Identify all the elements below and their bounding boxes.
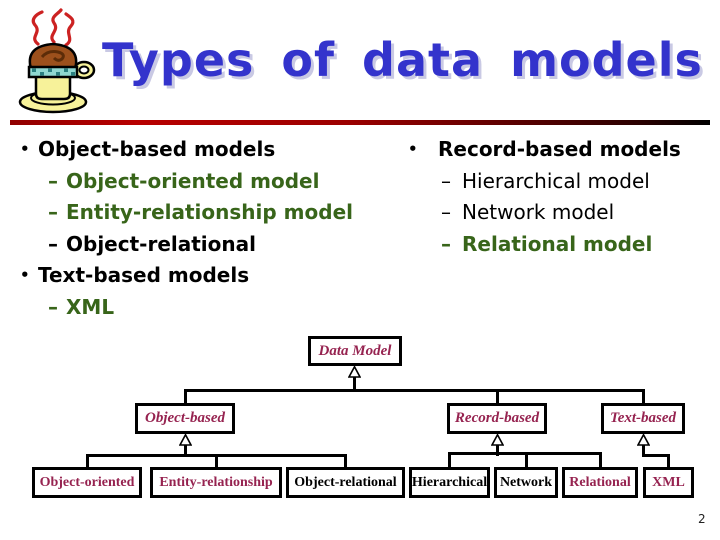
bullet-item: –Object-relational xyxy=(20,229,353,261)
bullet-item: –Network model xyxy=(408,197,681,229)
title-divider xyxy=(10,120,710,125)
bullet-item: –Hierarchical model xyxy=(408,166,681,198)
node-text-based: Text-based xyxy=(601,403,685,434)
connector-line xyxy=(642,454,670,457)
steam-icon xyxy=(31,8,75,47)
bullet-label: Record-based models xyxy=(438,137,681,161)
node-object-relational: Object-relational xyxy=(286,467,405,498)
connector-line xyxy=(86,456,89,468)
dash-marker: – xyxy=(441,168,451,193)
connector-line xyxy=(642,445,645,456)
page-number: 2 xyxy=(698,512,706,526)
connector-line xyxy=(642,390,645,403)
bullet-label: Hierarchical model xyxy=(462,168,650,193)
bullet-label: Object-oriented model xyxy=(66,168,320,193)
bullet-item: • Record-based models xyxy=(408,134,681,166)
dash-marker: – xyxy=(48,231,58,256)
bullet-item: –Object-oriented model xyxy=(20,166,353,198)
connector-line xyxy=(599,454,602,468)
bullet-marker: • xyxy=(408,140,418,158)
bullet-label: Relational model xyxy=(462,231,653,256)
bullet-item: –Relational model xyxy=(408,229,681,261)
coffee-cup-icon xyxy=(18,8,96,114)
bullet-column-left: •Object-based models –Object-oriented mo… xyxy=(20,134,353,323)
dash-marker: – xyxy=(48,294,58,319)
node-xml: XML xyxy=(643,467,694,498)
node-object-based: Object-based xyxy=(135,403,235,434)
connector-line xyxy=(86,454,347,457)
connector-line xyxy=(184,445,187,456)
node-object-oriented: Object-oriented xyxy=(32,467,142,498)
node-hierarchical: Hierarchical xyxy=(409,467,490,498)
dash-marker: – xyxy=(441,231,451,256)
bullet-label: Text-based models xyxy=(38,263,250,287)
bullet-item: • Object-based models xyxy=(20,134,353,166)
bullet-marker: • xyxy=(20,266,30,284)
bullet-label: Object-based models xyxy=(38,137,276,161)
dash-marker: – xyxy=(48,200,58,224)
node-data-model: Data Model xyxy=(308,336,402,366)
connector-line xyxy=(184,390,187,403)
connector-line xyxy=(448,452,602,455)
bullet-column-right: •Record-based models –Hierarchical model… xyxy=(408,134,681,260)
bullet-label: Object-relational xyxy=(66,231,256,256)
node-relational: Relational xyxy=(562,467,638,498)
node-entity-relationship: Entity-relationship xyxy=(150,467,282,498)
connector-line xyxy=(353,377,356,391)
dash-marker: – xyxy=(441,200,451,224)
bullet-marker: • xyxy=(20,140,30,158)
bullet-item: • Text-based models xyxy=(20,260,353,292)
connector-line xyxy=(215,456,218,468)
page-title: Types of data models xyxy=(102,33,703,87)
connector-line xyxy=(667,456,670,468)
connector-line xyxy=(496,390,499,403)
bullet-label: XML xyxy=(66,294,115,319)
connector-line xyxy=(448,454,451,468)
bullet-item: –Entity-relationship model xyxy=(20,197,353,229)
connector-line xyxy=(525,454,528,468)
node-record-based: Record-based xyxy=(447,403,547,434)
node-network: Network xyxy=(494,467,558,498)
bullet-label: Network model xyxy=(462,200,615,224)
connector-line xyxy=(496,445,499,456)
bullet-label: Entity-relationship model xyxy=(66,200,353,224)
connector-line xyxy=(184,389,645,392)
connector-line xyxy=(344,456,347,468)
bullet-item: –XML xyxy=(20,292,353,324)
dash-marker: – xyxy=(48,168,58,193)
